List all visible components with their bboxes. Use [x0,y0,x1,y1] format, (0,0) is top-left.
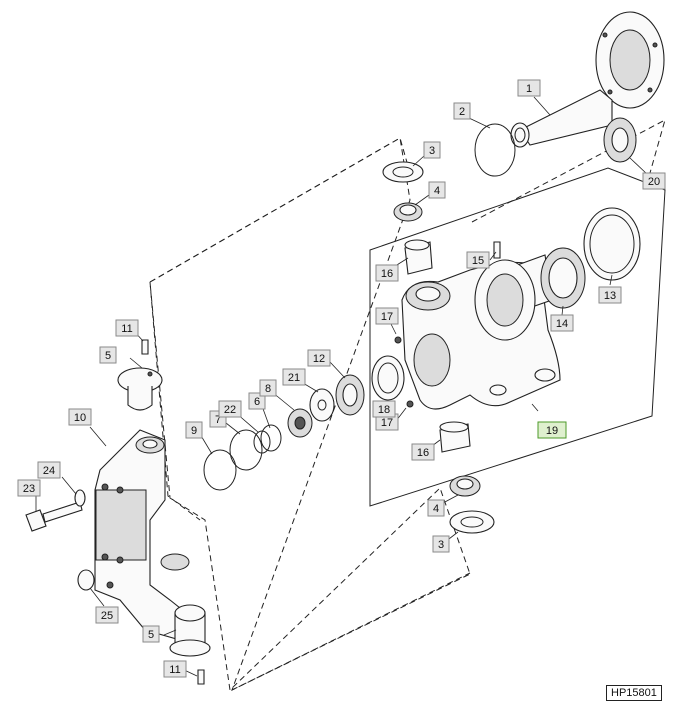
callout-12: 12 [307,349,331,367]
callout-number: 19 [546,425,558,437]
steering-knuckle [401,254,561,410]
dashed-outline-lower [231,572,471,691]
o-ring [474,123,516,177]
bearing-cup [583,207,641,281]
plug [77,569,95,591]
callout-number: 10 [74,412,86,424]
callout-number: 2 [459,106,465,118]
dashed-outline-left [149,281,201,521]
callout-25: 25 [95,606,119,624]
small-bolt-lower [197,669,205,685]
callout-number: 13 [604,290,616,302]
callout-4: 4 [427,499,445,517]
callout-8: 8 [259,379,277,397]
bearing-cone [540,247,586,309]
callout-19-highlighted: 19 [537,421,567,439]
callout-2: 2 [453,102,471,120]
callout-number: 4 [433,503,439,515]
side-bushing [371,355,405,401]
thrust-washer [309,388,335,422]
callout-3: 3 [432,535,450,553]
tapered-bearing-small [603,117,637,163]
callout-3: 3 [423,141,441,159]
callout-number: 3 [429,145,435,157]
seal-ring-7 [229,429,263,471]
callout-number: 9 [191,425,197,437]
tapered-bearing [335,374,365,416]
callout-number: 21 [288,372,300,384]
callout-number: 6 [254,396,260,408]
callout-number: 5 [148,629,154,641]
dashed-outline-spindle [471,119,666,223]
callout-11: 11 [163,660,187,678]
lower-seal [449,510,495,534]
callout-labels: 1233445567891011111213141516161717181920… [17,79,666,678]
callout-9: 9 [185,421,203,439]
callout-5: 5 [99,346,117,364]
callout-22: 22 [218,400,242,418]
callout-number: 7 [215,414,221,426]
callout-23: 23 [17,479,41,497]
dashed-outline-upper [149,137,413,283]
grease-fitting-b [406,400,414,408]
callout-number: 16 [381,268,393,280]
callout-21: 21 [282,368,306,386]
callout-number: 1 [526,83,532,95]
callout-13: 13 [598,286,622,304]
grease-fitting-a [394,336,402,344]
callout-number: 24 [43,465,55,477]
callout-number: 11 [121,323,132,335]
callout-number: 23 [23,483,35,495]
spindle [510,11,665,148]
hex-bolt [25,501,83,532]
callout-number: 18 [378,404,390,416]
callout-number: 5 [105,350,111,362]
callout-6: 6 [248,392,266,410]
callout-number: 8 [265,383,271,395]
upper-seal [382,161,424,183]
callout-number: 14 [556,318,568,330]
image-code: HP15801 [606,685,662,701]
callout-number: 22 [224,404,236,416]
snap-ring [203,449,237,491]
callout-number: 17 [381,417,393,429]
callout-number: 15 [472,255,484,267]
callout-14: 14 [550,314,574,332]
callout-17: 17 [375,307,399,325]
callout-number: 3 [438,539,444,551]
callout-number: 12 [313,353,325,365]
callout-16: 16 [375,264,399,282]
callout-24: 24 [37,461,61,479]
small-bolt-upper [141,339,149,355]
castle-nut [287,408,313,438]
pivot-pin-lower [169,604,211,657]
callout-1: 1 [517,79,541,97]
callout-18: 18 [372,400,396,418]
callout-11: 11 [115,319,139,337]
washer [74,489,86,507]
callout-number: 20 [648,176,660,188]
callout-17: 17 [375,413,399,431]
knuckle-group-frame [369,167,666,507]
callout-16: 16 [411,443,435,461]
callout-number: 11 [169,664,180,676]
callout-20: 20 [642,172,666,190]
callout-number: 4 [434,185,440,197]
callout-number: 17 [381,311,393,323]
axle-bracket [94,429,196,641]
callout-15: 15 [466,251,490,269]
dashed-assembly-outline [149,137,471,692]
callout-5: 5 [142,625,160,643]
grease-fitting-upper [493,241,501,259]
callout-number: 25 [101,610,113,622]
pivot-pin-upper [117,367,163,411]
callout-10: 10 [68,408,92,426]
callout-number: 16 [417,447,429,459]
spacer-ring [260,424,282,452]
callout-4: 4 [428,181,446,199]
